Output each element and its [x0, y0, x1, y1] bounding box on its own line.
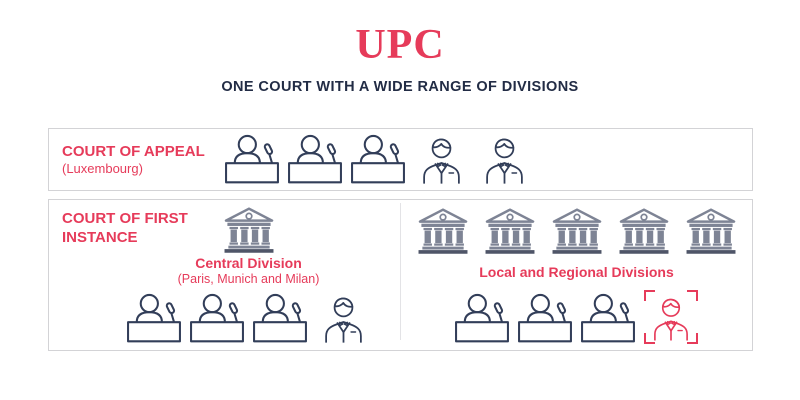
central-attorneys-group: [315, 290, 371, 344]
courthouse-icon: [549, 205, 605, 255]
highlight-bracket: [644, 333, 655, 344]
attorney-icon: [476, 131, 532, 185]
central-division-label: Central Division: [195, 255, 302, 271]
local-regional-attorneys-group: [643, 290, 699, 344]
page-subtitle: ONE COURT WITH A WIDE RANGE OF DIVISIONS: [221, 79, 579, 95]
judge-at-desk-icon: [189, 290, 245, 344]
highlight-bracket: [687, 333, 698, 344]
judge-at-desk-icon: [580, 290, 636, 344]
judge-at-desk-icon: [454, 290, 510, 344]
judge-at-desk-icon: [517, 290, 573, 344]
judge-at-desk-icon: [252, 290, 308, 344]
central-division-stack: Central Division (Paris, Munich and Mila…: [97, 204, 400, 286]
highlight-bracket: [644, 290, 655, 301]
court-of-first-instance-panel: COURT OF FIRST INSTANCE Central Division…: [48, 199, 753, 351]
court-of-appeal-panel: COURT OF APPEAL (Luxembourg): [48, 128, 753, 191]
local-regional-judges-group: [454, 290, 636, 344]
courthouse-icon: [683, 205, 739, 255]
court-of-appeal-icons-row: [224, 131, 532, 190]
central-division-locations: (Paris, Munich and Milan): [177, 272, 320, 286]
judge-at-desk-icon: [350, 131, 406, 185]
court-of-appeal-location: (Luxembourg): [62, 160, 143, 176]
attorney-icon: [315, 290, 371, 344]
judge-at-desk-icon: [224, 131, 280, 185]
appeal-judges-group: [224, 131, 406, 185]
court-of-appeal-label-block: COURT OF APPEAL (Luxembourg): [49, 142, 224, 177]
courthouse-icon: [415, 205, 471, 255]
court-of-appeal-title: COURT OF APPEAL: [62, 142, 205, 160]
central-division-courthouse-row: [97, 204, 400, 254]
central-judges-group: [126, 290, 308, 344]
central-division-section: COURT OF FIRST INSTANCE Central Division…: [49, 200, 400, 350]
highlight-bracket: [687, 290, 698, 301]
courthouse-icon: [616, 205, 672, 255]
page-title: UPC: [355, 22, 445, 68]
judge-at-desk-icon: [126, 290, 182, 344]
local-regional-divisions-label: Local and Regional Divisions: [479, 264, 674, 280]
courthouse-icon: [221, 204, 277, 254]
attorney-highlighted-icon: [643, 290, 699, 344]
attorney-icon: [413, 131, 469, 185]
central-division-icons-row: [97, 290, 400, 344]
courthouse-icon: [482, 205, 538, 255]
section-divider: [400, 203, 401, 340]
court-of-first-instance-title: COURT OF FIRST INSTANCE: [62, 210, 188, 247]
appeal-attorneys-group: [413, 131, 532, 185]
local-regional-courthouse-row: [415, 205, 739, 255]
local-regional-divisions-section: Local and Regional Divisions: [401, 200, 752, 350]
judge-at-desk-icon: [287, 131, 343, 185]
local-regional-icons-row: [401, 290, 752, 344]
